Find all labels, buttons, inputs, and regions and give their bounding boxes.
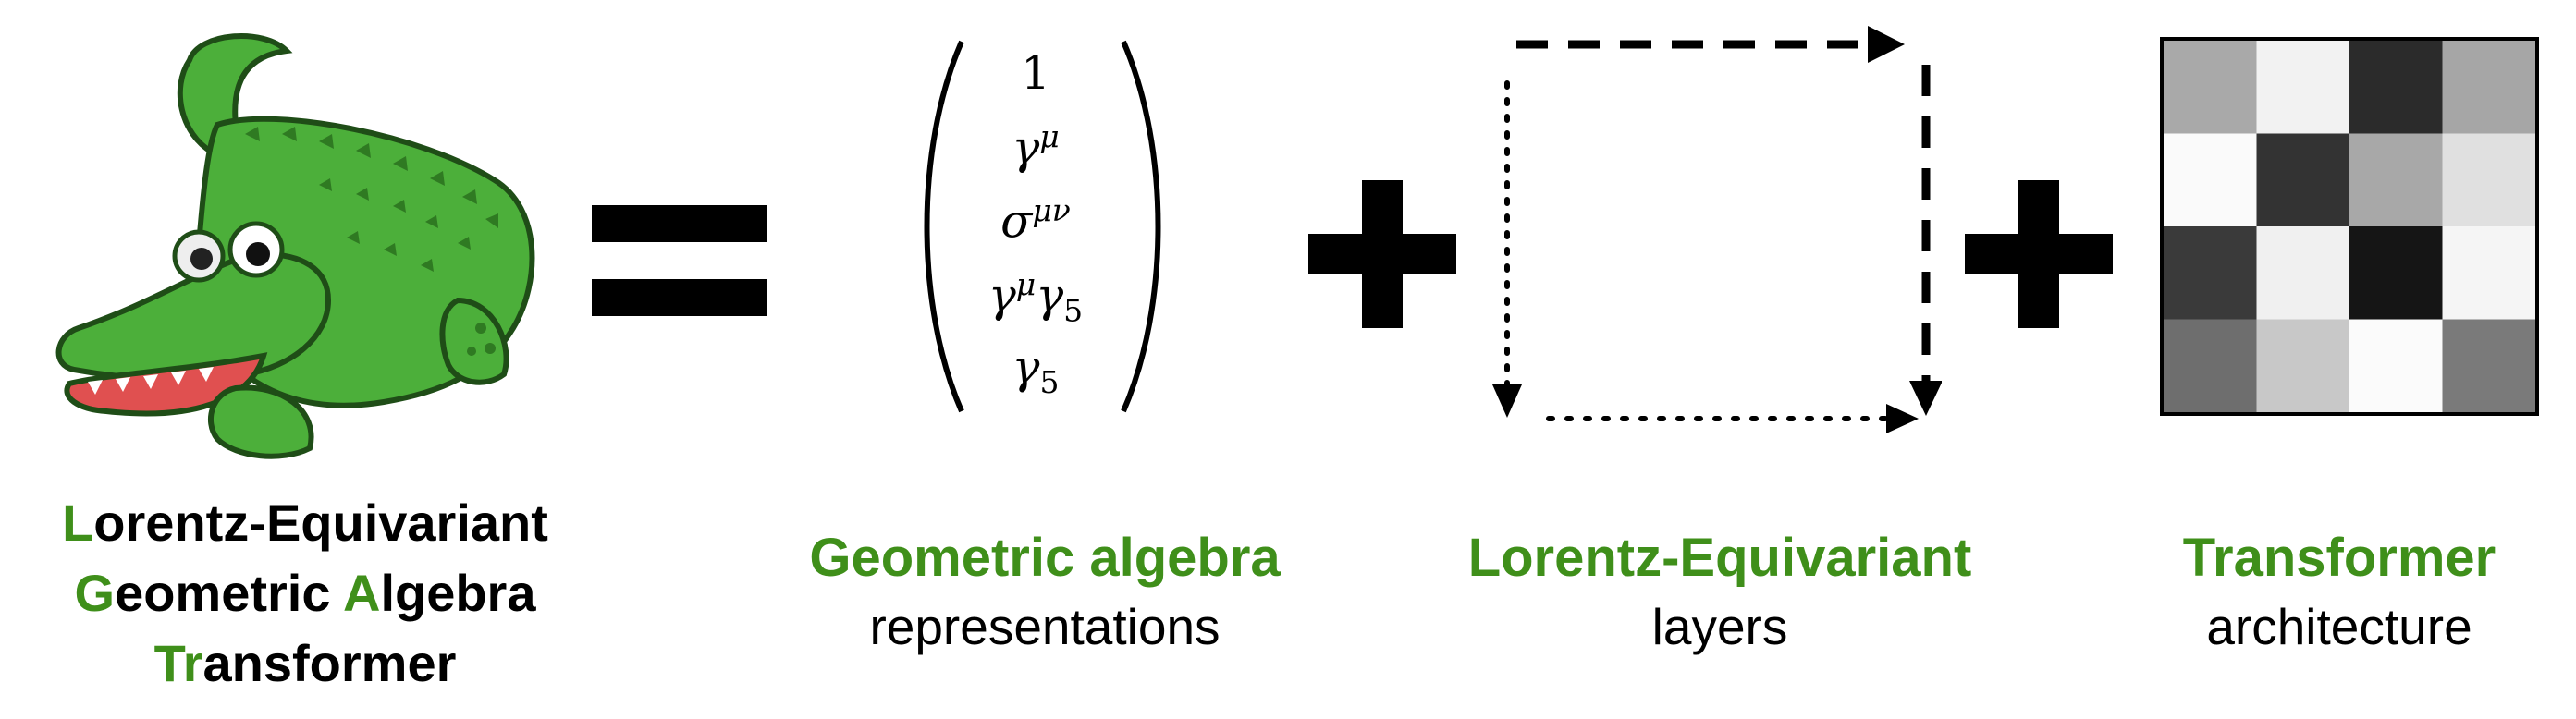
matrix-cell — [2349, 319, 2443, 413]
layers-caption-main: Lorentz-Equivariant — [1467, 528, 1972, 588]
equivariance-diagram — [1492, 26, 1942, 433]
title-line-3: Transformer — [153, 634, 457, 692]
right-parenthesis — [1121, 40, 1161, 413]
attention-matrix-cells — [2164, 41, 2536, 413]
transformer-caption-main: Transformer — [2182, 528, 2496, 588]
ga-caption: Geometric algebra representations — [740, 524, 1350, 661]
matrix-cell — [2164, 133, 2257, 227]
matrix-cell — [2164, 319, 2257, 413]
matrix-cell — [2164, 226, 2257, 320]
matrix-cell — [2349, 41, 2443, 134]
alligator-icon — [55, 33, 535, 459]
plus-sign-1 — [1308, 180, 1456, 328]
title-line-1: Lorentz-Equivariant — [62, 494, 548, 552]
matrix-cell — [2442, 41, 2536, 134]
layers-caption: Lorentz-Equivariant layers — [1387, 524, 2053, 661]
ga-caption-sub: representations — [869, 598, 1221, 655]
matrix-cell — [2349, 226, 2443, 320]
transformer-caption: Transformer architecture — [2117, 524, 2561, 661]
ga-axial-vector: γμγ5 — [987, 266, 1084, 329]
matrix-cell — [2164, 41, 2257, 134]
matrix-cell — [2442, 319, 2536, 413]
layers-caption-sub: layers — [1651, 598, 1788, 655]
plus-sign-2 — [1965, 180, 2113, 328]
equals-sign — [592, 205, 767, 316]
ga-vector: γμ — [1012, 118, 1060, 175]
model-name: Lorentz-Equivariant Geometric Algebra Tr… — [18, 488, 592, 699]
attention-matrix — [2160, 37, 2539, 416]
transformer-caption-sub: architecture — [2206, 598, 2472, 655]
ga-scalar: 1 — [1021, 46, 1050, 100]
matrix-cell — [2256, 133, 2350, 227]
title-line-2: Geometric Algebra — [74, 564, 536, 622]
matrix-cell — [2256, 41, 2350, 134]
ga-caption-main: Geometric algebra — [809, 528, 1281, 588]
ga-pseudoscalar: γ5 — [1012, 340, 1060, 400]
matrix-cell — [2349, 133, 2443, 227]
left-parenthesis — [924, 40, 964, 413]
ga-bivector: σμν — [1000, 192, 1071, 249]
matrix-cell — [2442, 133, 2536, 227]
matrix-cell — [2256, 319, 2350, 413]
matrix-cell — [2256, 226, 2350, 320]
matrix-cell — [2442, 226, 2536, 320]
